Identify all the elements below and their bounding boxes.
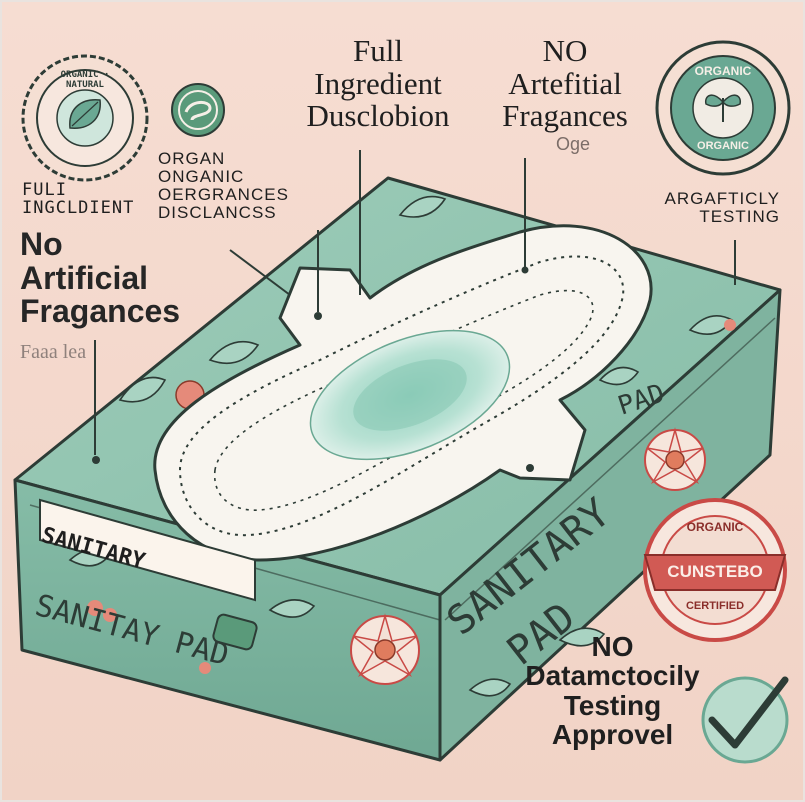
- flower-decoration-front: [350, 613, 420, 685]
- leaf-decorations: [68, 195, 734, 697]
- seal-bottom-right-ribbon: CUNSTEBO: [667, 562, 763, 581]
- flower-decoration-right: [644, 427, 706, 491]
- label-faded-left: Faaa lea: [20, 341, 87, 363]
- seal-bottom-right-ring-bottom: CERTIFIED: [685, 600, 745, 612]
- sprout-icon: [704, 94, 742, 122]
- checkmark-icon: [708, 676, 789, 749]
- sanitary-pad: [92, 224, 653, 562]
- label-testing: ARGAFTICLY TESTING: [664, 189, 780, 226]
- seal-top-right-ring-top: ORGANIC: [694, 64, 752, 78]
- label-no-testing-approval: NO Datamctocily Testing Approvel: [525, 631, 700, 751]
- swirl-icon: [184, 101, 212, 121]
- callout-lines: [94, 150, 736, 455]
- swirl-badge: [171, 83, 225, 137]
- label-full-ingredient-small: FULI INGCLDIENT: [22, 180, 135, 218]
- seal-bottom-right-ring-top: ORGANIC: [686, 520, 744, 534]
- label-no-artificial-fragrances-left: No Artificial Fragances: [20, 226, 181, 330]
- label-organic-disclosure: ORGAN ONGANIC OERGRANCES DISCLANCSS: [158, 149, 289, 222]
- organic-seal-bottom-right: [643, 498, 787, 642]
- side-label-strip: [39, 498, 258, 651]
- label-faded-top: Oge: [556, 134, 591, 154]
- label-no-artificial-fragrances-top: NO Artefitial Fragances: [502, 33, 628, 134]
- label-full-ingredient-disclosure: Full Ingredient Dusclobion: [306, 33, 450, 134]
- leaf-icon: [69, 99, 101, 129]
- seal-top-left-ring-text: ORGANIC · NATURAL: [60, 70, 110, 90]
- seal-top-right-ring-bottom: ORGANIC: [697, 140, 749, 152]
